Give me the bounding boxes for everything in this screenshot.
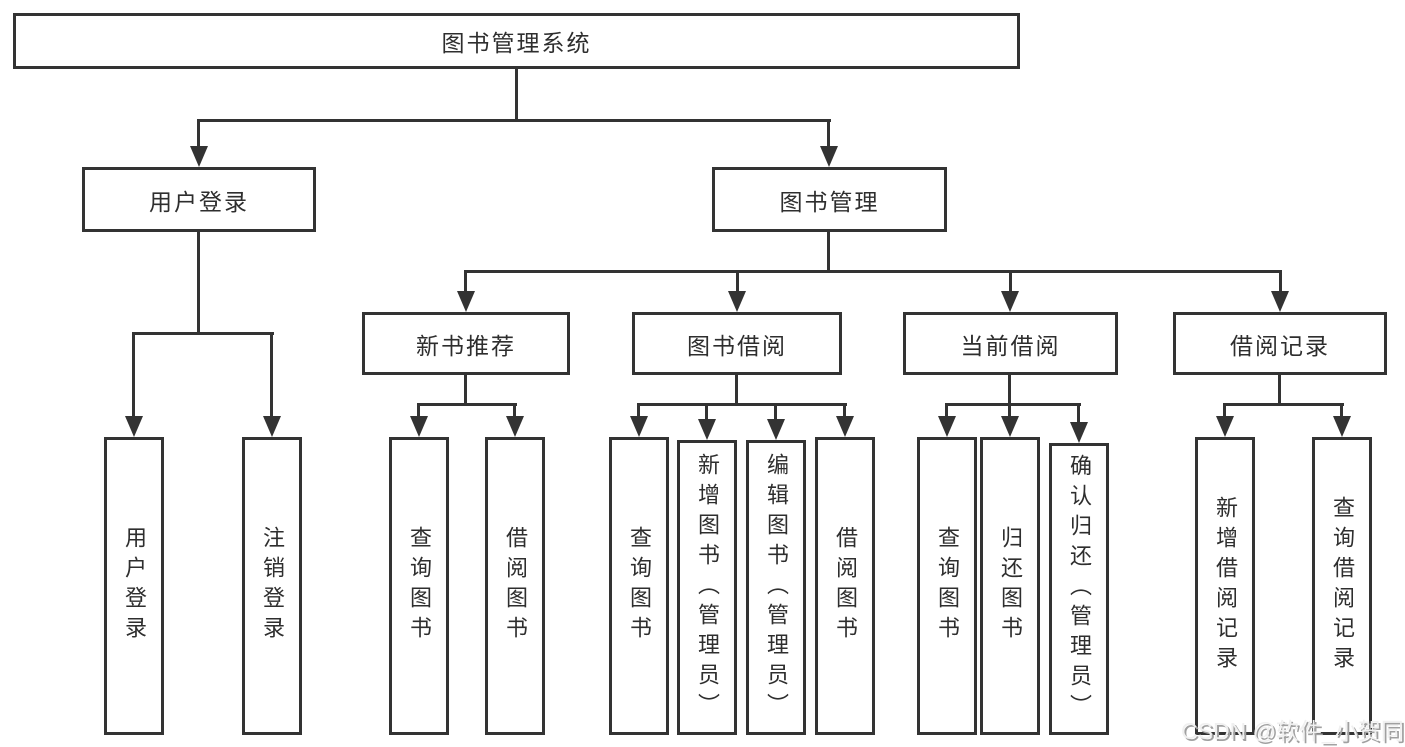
leaf-borrow-add-admin: 新增图书（管理员）	[677, 440, 737, 735]
node-current-borrow-label: 当前借阅	[960, 332, 1061, 359]
connector-userlogin-drop	[197, 230, 200, 335]
leaf-current-confirm-admin: 确认归还（管理员）	[1049, 443, 1109, 735]
connector-currentborrow-drop	[1008, 373, 1011, 406]
leaf-newbooks-query: 查询图书	[389, 437, 449, 735]
leaf-borrow-book: 借阅图书	[815, 437, 875, 735]
leaf-current-confirm-admin-label: 确认归还（管理员）	[1067, 454, 1092, 724]
node-user-login-label: 用户登录	[149, 188, 249, 215]
arrow-down-icon	[698, 419, 716, 440]
connector-records-drop	[1278, 373, 1281, 406]
connector-currentborrow-rail	[945, 403, 1081, 406]
leaf-logout-label: 注销登录	[260, 526, 285, 646]
arrow-down-icon	[410, 416, 428, 437]
arrow-down-icon	[1216, 416, 1234, 437]
leaf-newbooks-borrow-label: 借阅图书	[503, 526, 528, 646]
connector-newbooks-drop	[464, 373, 467, 406]
connector-currentborrow-stem-1	[945, 403, 948, 419]
arrow-down-icon	[820, 146, 838, 167]
leaf-borrow-edit-admin: 编辑图书（管理员）	[746, 440, 806, 735]
leaf-borrow-book-label: 借阅图书	[833, 526, 858, 646]
connector-root-drop	[515, 69, 518, 121]
connector-root-stem-left	[197, 119, 200, 149]
connector-bookborrow-rail	[637, 403, 847, 406]
arrow-down-icon	[836, 416, 854, 437]
node-borrow-records-label: 借阅记录	[1230, 332, 1330, 359]
arrow-down-icon	[506, 416, 524, 437]
leaf-user-login: 用户登录	[104, 437, 164, 735]
arrow-down-icon	[1271, 291, 1289, 312]
connector-bookmgmt-stem-1	[464, 270, 467, 296]
arrow-down-icon	[263, 416, 281, 437]
connector-bookborrow-stem-4	[843, 403, 846, 419]
arrow-down-icon	[457, 291, 475, 312]
node-new-books: 新书推荐	[362, 312, 570, 375]
connector-newbooks-stem-2	[513, 403, 516, 419]
connector-bookborrow-stem-2	[705, 403, 708, 422]
arrow-down-icon	[728, 291, 746, 312]
connector-records-stem-1	[1223, 403, 1226, 419]
connector-userlogin-stem-1	[132, 332, 135, 420]
leaf-borrow-query: 查询图书	[609, 437, 669, 735]
connector-bookmgmt-stem-4	[1279, 270, 1282, 296]
arrow-down-icon	[630, 416, 648, 437]
connector-currentborrow-stem-3	[1077, 403, 1080, 425]
leaf-current-query-label: 查询图书	[935, 526, 960, 646]
leaf-borrow-query-label: 查询图书	[627, 526, 652, 646]
connector-newbooks-stem-1	[417, 403, 420, 419]
connector-userlogin-stem-2	[270, 332, 273, 420]
leaf-borrow-edit-admin-label: 编辑图书（管理员）	[764, 452, 789, 723]
leaf-newbooks-query-label: 查询图书	[407, 526, 432, 646]
connector-records-stem-2	[1340, 403, 1343, 419]
node-new-books-label: 新书推荐	[416, 332, 516, 359]
node-borrow-records: 借阅记录	[1173, 312, 1387, 375]
leaf-records-add-label: 新增借阅记录	[1213, 496, 1238, 676]
connector-bookmgmt-drop	[827, 230, 830, 273]
connector-newbooks-rail	[417, 403, 517, 406]
node-book-mgmt: 图书管理	[712, 167, 947, 232]
leaf-current-return-label: 归还图书	[998, 526, 1023, 646]
leaf-records-add: 新增借阅记录	[1195, 437, 1255, 735]
connector-currentborrow-stem-2	[1008, 403, 1011, 419]
arrow-down-icon	[938, 416, 956, 437]
leaf-current-return: 归还图书	[980, 437, 1040, 735]
leaf-records-query: 查询借阅记录	[1312, 437, 1372, 735]
leaf-logout: 注销登录	[242, 437, 302, 735]
arrow-down-icon	[190, 146, 208, 167]
connector-bookmgmt-rail	[464, 270, 1282, 273]
node-root: 图书管理系统	[13, 13, 1020, 69]
leaf-records-query-label: 查询借阅记录	[1330, 496, 1355, 676]
arrow-down-icon	[125, 416, 143, 437]
node-current-borrow: 当前借阅	[903, 312, 1118, 375]
node-user-login: 用户登录	[82, 167, 316, 232]
connector-userlogin-rail	[132, 332, 274, 335]
node-book-borrow-label: 图书借阅	[687, 332, 787, 359]
arrow-down-icon	[767, 419, 785, 440]
node-root-label: 图书管理系统	[441, 30, 592, 56]
arrow-down-icon	[1070, 422, 1088, 443]
connector-bookborrow-drop	[735, 375, 738, 406]
connector-root-rail	[197, 119, 831, 122]
connector-records-rail	[1223, 403, 1344, 406]
connector-bookmgmt-stem-3	[1009, 270, 1012, 296]
arrow-down-icon	[1333, 416, 1351, 437]
arrow-down-icon	[1001, 291, 1019, 312]
arrow-down-icon	[1001, 416, 1019, 437]
connector-bookborrow-stem-1	[637, 403, 640, 419]
node-book-borrow: 图书借阅	[632, 312, 842, 375]
leaf-user-login-label: 用户登录	[122, 526, 147, 646]
connector-bookmgmt-stem-2	[736, 270, 739, 296]
connector-root-stem-right	[827, 119, 830, 149]
leaf-borrow-add-admin-label: 新增图书（管理员）	[695, 452, 720, 723]
leaf-current-query: 查询图书	[917, 437, 977, 735]
leaf-newbooks-borrow: 借阅图书	[485, 437, 545, 735]
connector-bookborrow-stem-3	[774, 403, 777, 422]
node-book-mgmt-label: 图书管理	[779, 188, 880, 215]
